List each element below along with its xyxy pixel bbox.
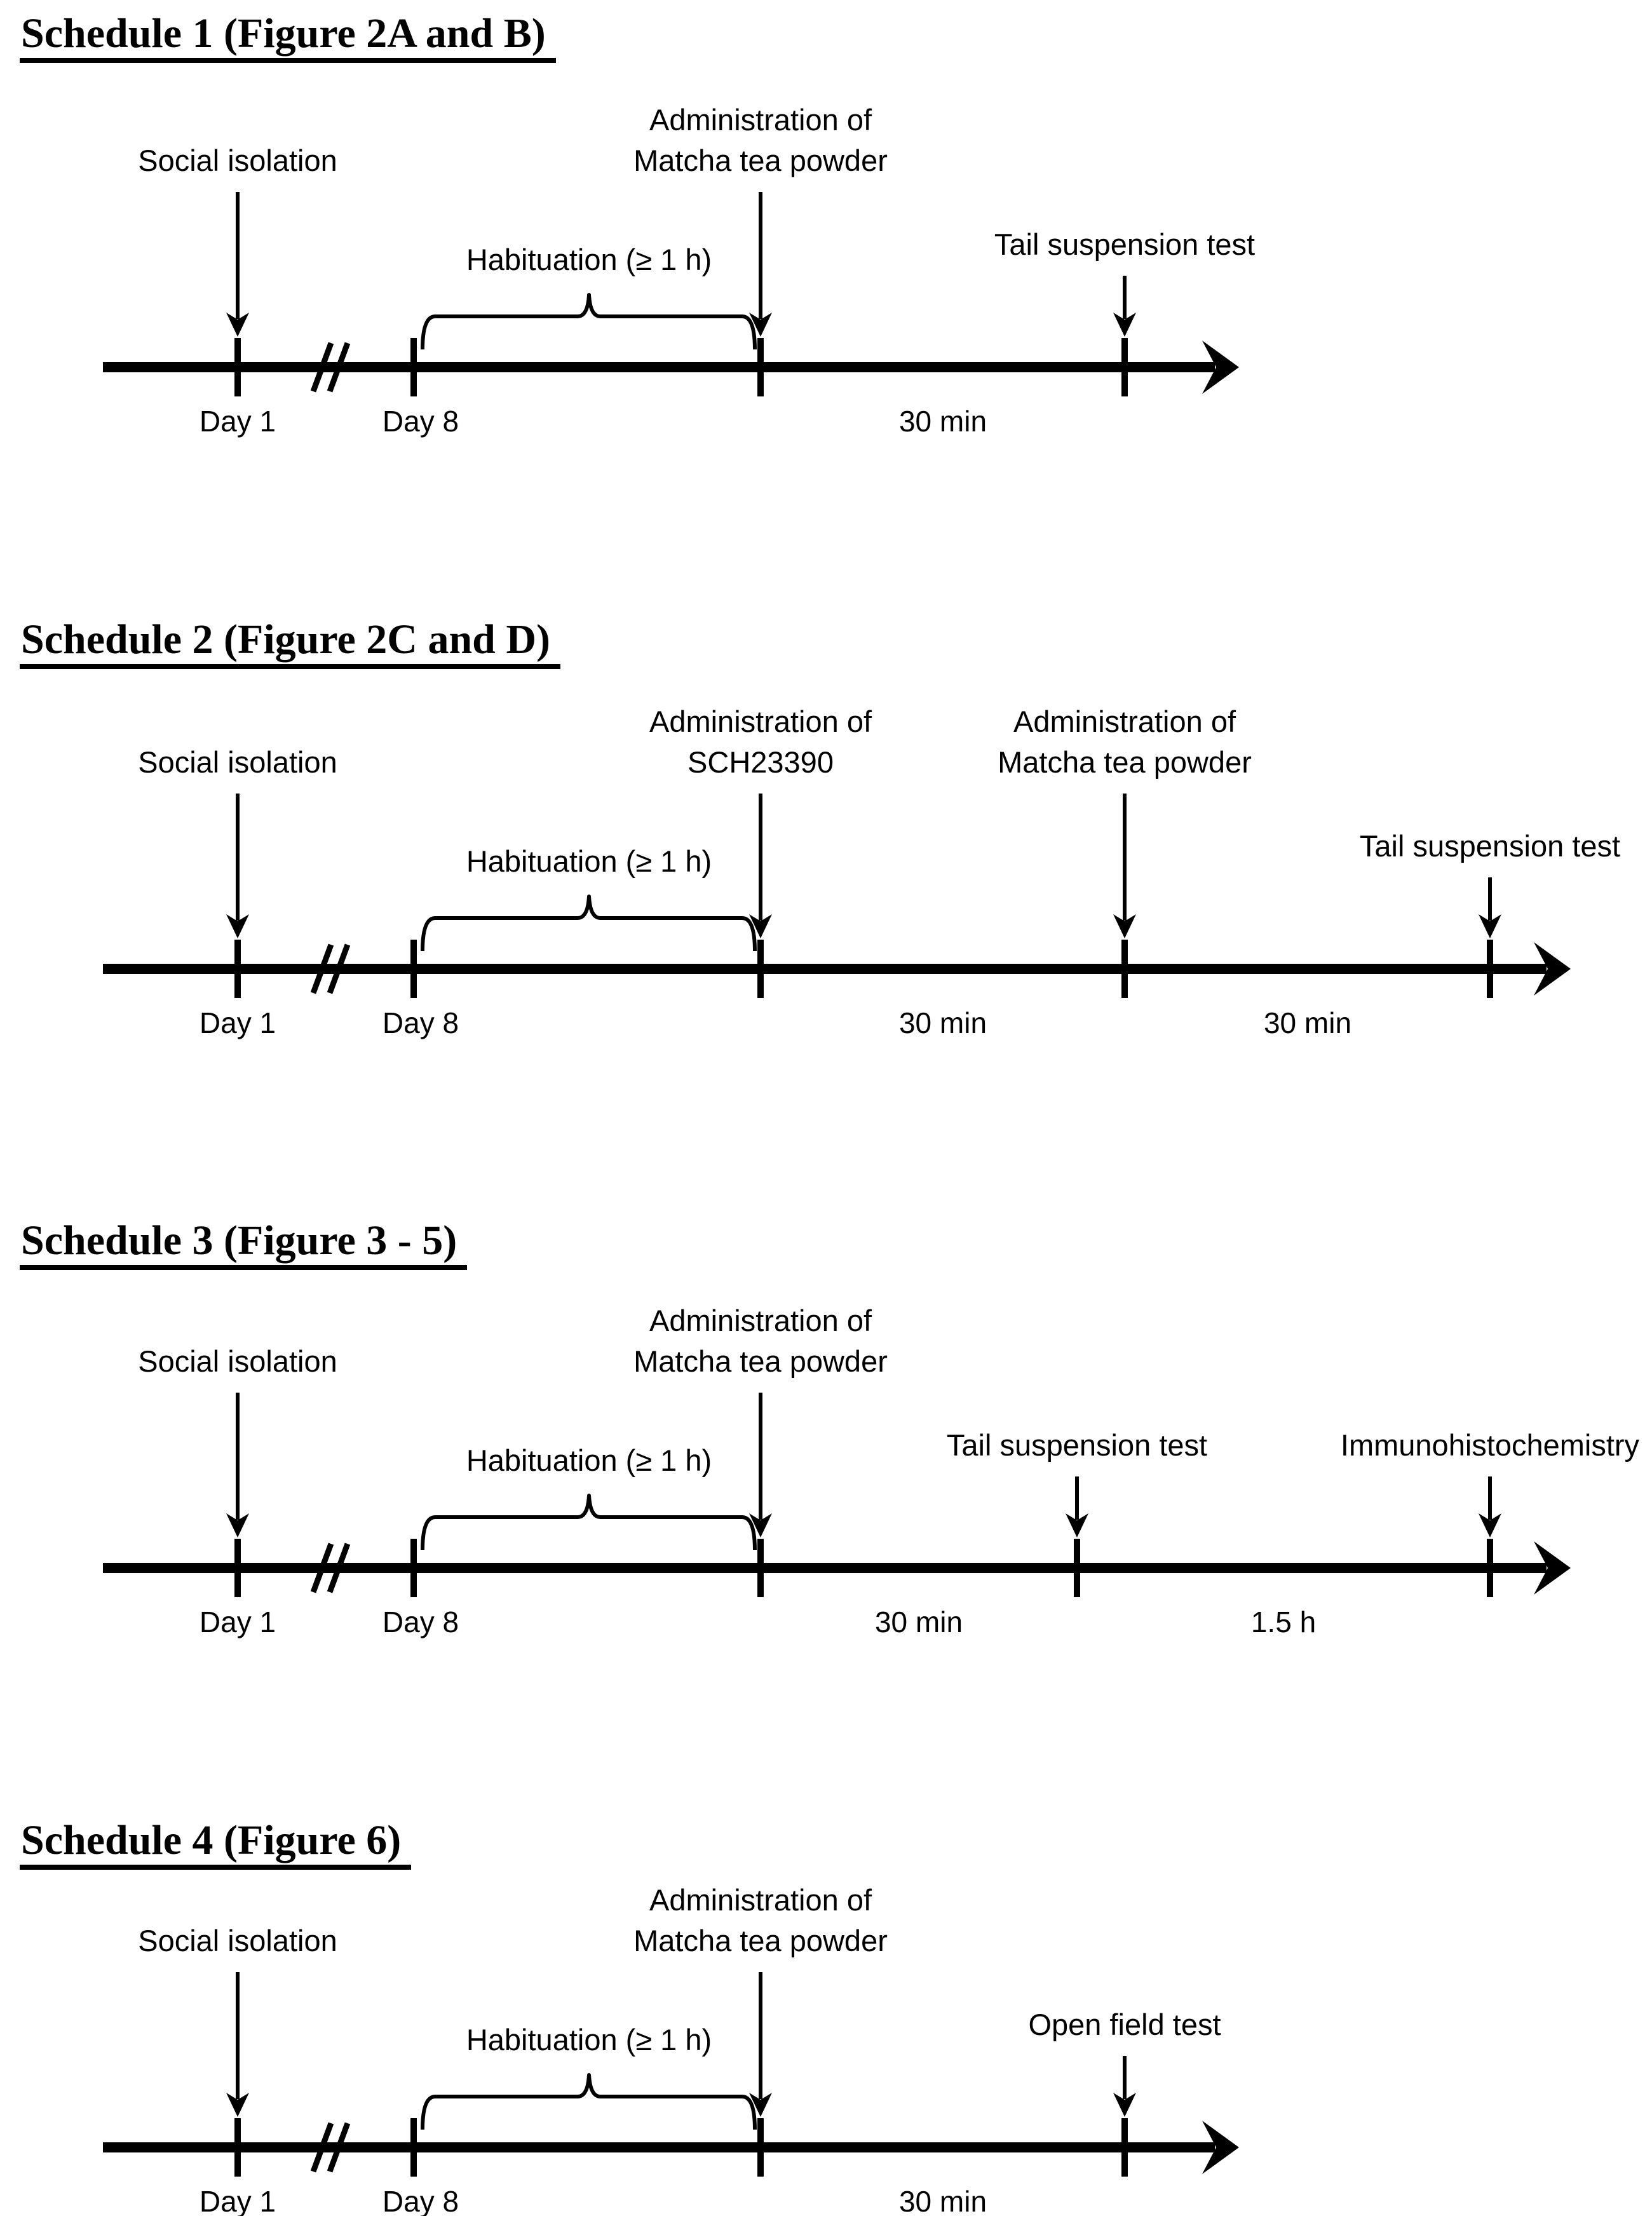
schedule-3-diagram: [103, 1393, 1571, 1597]
day-label: Day 1: [199, 1006, 276, 1039]
habituation-brace: [421, 895, 757, 952]
timeline-arrowhead: [1202, 341, 1239, 394]
schedule-1-diagram: [103, 192, 1239, 396]
down-arrowhead: [1113, 313, 1136, 337]
down-arrowhead: [226, 2093, 249, 2117]
event-label-line: Social isolation: [138, 1924, 337, 1957]
event-label-line: Social isolation: [138, 1344, 337, 1378]
event-label-line: Social isolation: [138, 144, 337, 177]
axis-break-slash: [327, 943, 351, 994]
interval-label: 1.5 h: [1250, 1605, 1317, 1638]
event-label-line: Administration of: [1013, 705, 1236, 738]
down-arrowhead: [1066, 1513, 1088, 1537]
interval-label: 30 min: [898, 405, 987, 438]
day-label: Day 8: [382, 2185, 459, 2216]
timeline-arrowhead: [1534, 942, 1571, 996]
schedule-2-diagram: [103, 794, 1571, 998]
down-arrowhead: [749, 914, 772, 938]
day-label: Day 8: [382, 1006, 459, 1039]
axis-break-slash: [310, 2122, 334, 2173]
habituation-label: Habituation (≥ 1 h): [466, 1443, 712, 1477]
event-label-line: Tail suspension test: [946, 1428, 1208, 1462]
schedule-4-diagram: [103, 1972, 1239, 2177]
axis-break-slash: [327, 1543, 351, 1593]
event-label-line: Matcha tea powder: [633, 1924, 888, 1957]
down-arrowhead: [749, 1513, 772, 1537]
interval-label: 30 min: [1263, 1006, 1352, 1039]
day-label: Day 1: [199, 405, 276, 438]
day-label: Day 1: [199, 2185, 276, 2216]
habituation-label: Habituation (≥ 1 h): [466, 2023, 712, 2057]
down-arrowhead: [1479, 914, 1501, 938]
event-label-line: Immunohistochemistry: [1340, 1428, 1640, 1462]
event-label-line: Matcha tea powder: [998, 745, 1252, 779]
timeline-arrowhead: [1534, 1541, 1571, 1595]
event-label-line: Administration of: [649, 1883, 872, 1917]
event-label-line: Social isolation: [138, 745, 337, 779]
interval-label: 30 min: [898, 2185, 987, 2216]
axis-break-slash: [327, 342, 351, 393]
down-arrowhead: [226, 313, 249, 337]
timeline-arrowhead: [1202, 2121, 1239, 2174]
habituation-brace: [421, 1494, 757, 1551]
schedule-2-title: Schedule 2 (Figure 2C and D): [20, 618, 560, 670]
interval-label: 30 min: [874, 1605, 963, 1638]
event-label-line: SCH23390: [687, 745, 834, 779]
axis-break-slash: [310, 342, 334, 393]
day-label: Day 1: [199, 1605, 276, 1638]
day-label: Day 8: [382, 405, 459, 438]
event-label-line: Tail suspension test: [994, 227, 1256, 261]
axis-break-slash: [310, 943, 334, 994]
axis-break-slash: [327, 2122, 351, 2173]
event-label-line: Matcha tea powder: [633, 144, 888, 177]
event-label-line: Matcha tea powder: [633, 1344, 888, 1378]
habituation-label: Habituation (≥ 1 h): [466, 844, 712, 878]
down-arrowhead: [226, 1513, 249, 1537]
interval-label: 30 min: [898, 1006, 987, 1039]
schedule-4-title: Schedule 4 (Figure 6): [20, 1818, 412, 1870]
axis-break-slash: [310, 1543, 334, 1593]
down-arrowhead: [1479, 1513, 1501, 1537]
day-label: Day 8: [382, 1605, 459, 1638]
event-label-line: Tail suspension test: [1359, 829, 1621, 863]
event-label-line: Open field test: [1028, 2008, 1221, 2041]
down-arrowhead: [1113, 2093, 1136, 2117]
down-arrowhead: [749, 313, 772, 337]
event-label-line: Administration of: [649, 705, 872, 738]
habituation-brace: [421, 293, 757, 350]
event-label-line: Administration of: [649, 1304, 872, 1337]
down-arrowhead: [1113, 914, 1136, 938]
schedule-1-title: Schedule 1 (Figure 2A and B): [20, 11, 556, 64]
habituation-brace: [421, 2073, 757, 2130]
event-label-line: Administration of: [649, 103, 872, 137]
down-arrowhead: [226, 914, 249, 938]
schedule-3-title: Schedule 3 (Figure 3 - 5): [20, 1219, 468, 1271]
down-arrowhead: [749, 2093, 772, 2117]
habituation-label: Habituation (≥ 1 h): [466, 243, 712, 276]
